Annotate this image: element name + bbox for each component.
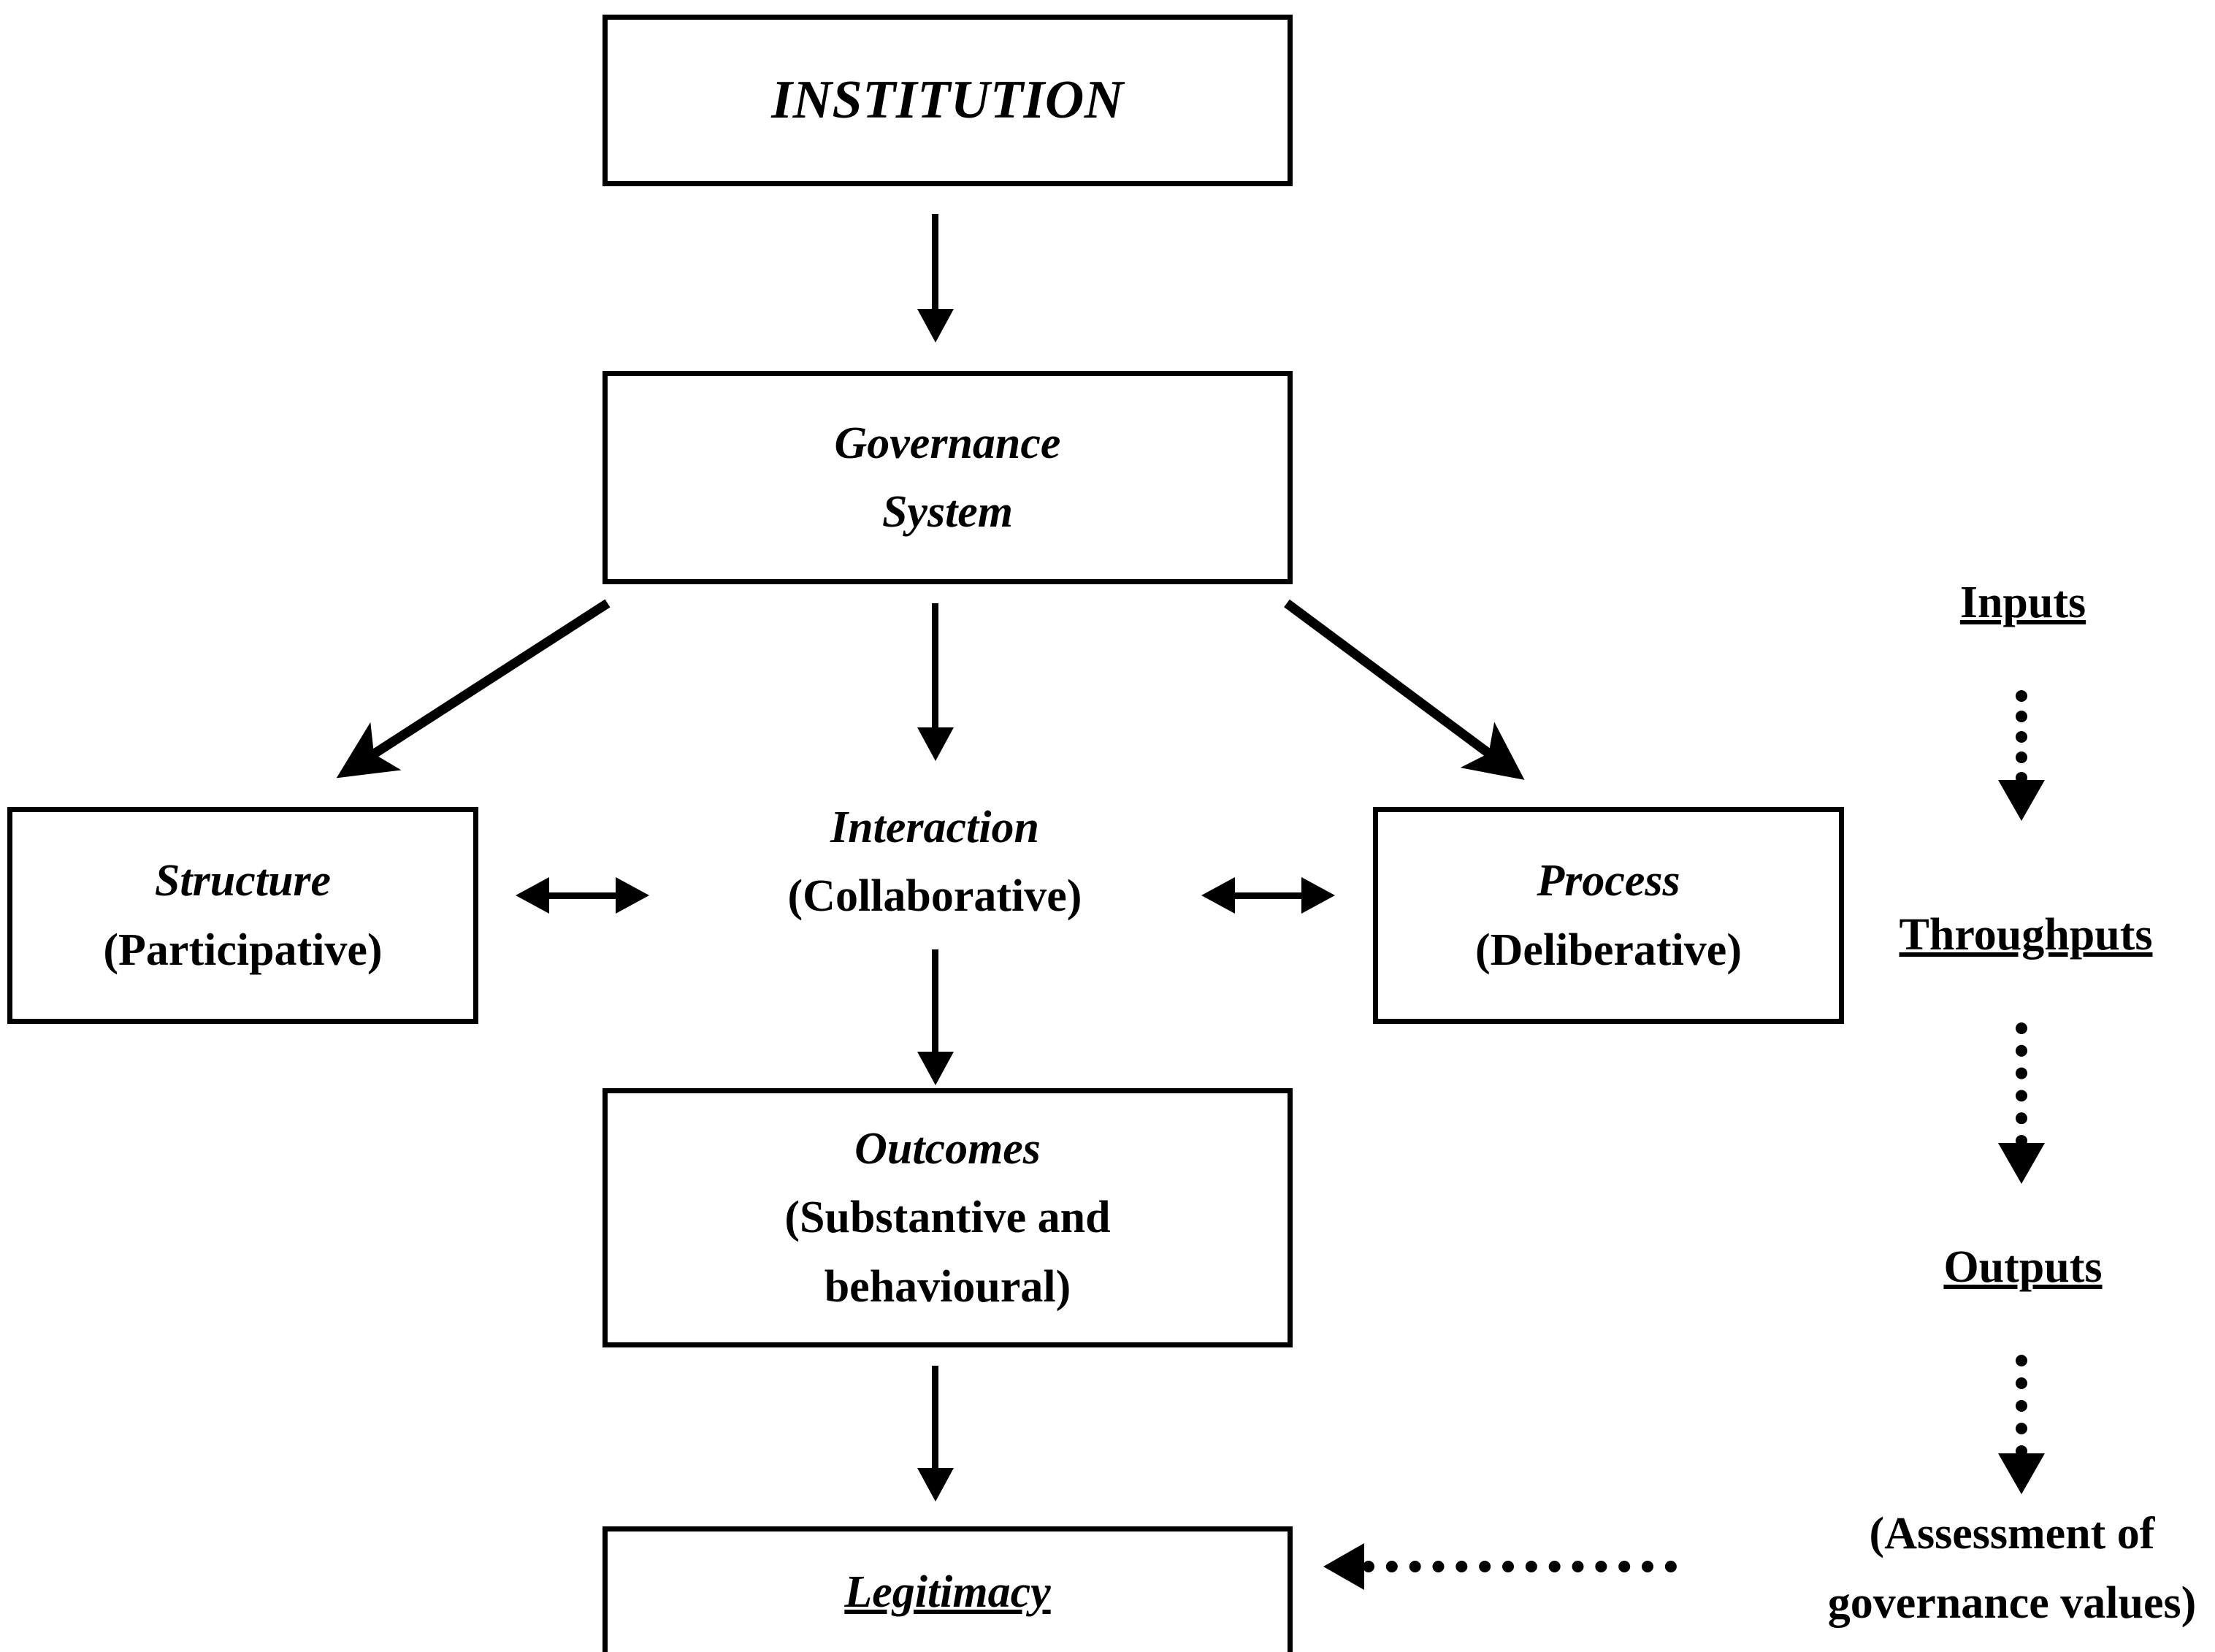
arrowhead-down <box>1998 780 2045 821</box>
arrowhead-left <box>1201 877 1235 914</box>
arrowhead-down <box>917 1052 954 1085</box>
arrow-shaft <box>1232 892 1305 899</box>
node-interaction-line2: (Collaborative) <box>787 871 1082 921</box>
arrowhead-right <box>1301 877 1335 914</box>
arrowhead-down <box>1998 1453 2045 1494</box>
arrow-shaft <box>932 603 938 731</box>
node-outcomes-line3: behavioural) <box>824 1261 1071 1312</box>
arrow-governance-to-structure <box>336 599 611 779</box>
arrow-dotted-shaft <box>2016 690 2027 784</box>
arrowhead-left <box>516 877 549 914</box>
side-label-throughputs-text: Throughputs <box>1899 909 2153 960</box>
node-institution[interactable]: INSTITUTION <box>602 15 1293 186</box>
node-structure-line2: (Participative) <box>103 925 383 975</box>
side-label-assessment-line2: governance values) <box>1827 1578 2197 1628</box>
arrow-shaft <box>932 1366 938 1472</box>
arrowhead-down <box>917 727 954 761</box>
node-outcomes[interactable]: Outcomes (Substantive and behavioural) <box>602 1088 1293 1347</box>
node-interaction[interactable]: Interaction (Collaborative) <box>705 789 1165 935</box>
arrowhead-left <box>1323 1543 1364 1590</box>
node-governance-system[interactable]: Governance System <box>602 371 1293 584</box>
node-process-line1: Process <box>1537 856 1680 906</box>
node-legitimacy[interactable]: Legitimacy <box>602 1526 1293 1652</box>
side-label-outputs[interactable]: Outputs <box>1870 1234 2176 1300</box>
node-process-line2: (Deliberative) <box>1475 925 1742 975</box>
node-structure[interactable]: Structure (Participative) <box>7 807 478 1024</box>
arrow-shaft <box>932 214 938 313</box>
arrowhead-right <box>616 877 649 914</box>
side-label-throughputs[interactable]: Throughputs <box>1837 902 2215 968</box>
arrow-dotted-shaft <box>1363 1561 1677 1572</box>
arrow-dotted-shaft <box>2016 1355 2027 1457</box>
node-structure-line1: Structure <box>154 856 332 906</box>
node-legitimacy-label: Legitimacy <box>844 1567 1051 1617</box>
side-label-assessment-line1: (Assessment of <box>1869 1509 2155 1559</box>
side-label-inputs[interactable]: Inputs <box>1870 570 2176 635</box>
side-label-inputs-text: Inputs <box>1959 577 2086 627</box>
arrowhead-down <box>917 1468 954 1502</box>
node-outcomes-line2: (Substantive and <box>784 1193 1111 1243</box>
node-governance-system-line2: System <box>881 487 1014 537</box>
arrow-shaft <box>932 949 938 1055</box>
arrowhead-down <box>917 309 954 343</box>
node-institution-label: INSTITUTION <box>771 70 1124 131</box>
arrow-governance-to-process <box>1284 599 1525 780</box>
side-label-outputs-text: Outputs <box>1943 1242 2103 1292</box>
node-interaction-line1: Interaction <box>830 802 1039 852</box>
node-outcomes-line1: Outcomes <box>854 1124 1041 1174</box>
node-process[interactable]: Process (Deliberative) <box>1373 807 1844 1024</box>
arrow-shaft <box>546 892 619 899</box>
node-governance-system-line1: Governance <box>834 418 1061 468</box>
arrowhead-down <box>1998 1143 2045 1184</box>
arrow-dotted-shaft <box>2016 1022 2027 1147</box>
side-label-assessment[interactable]: (Assessment of governance values) <box>1804 1501 2215 1636</box>
